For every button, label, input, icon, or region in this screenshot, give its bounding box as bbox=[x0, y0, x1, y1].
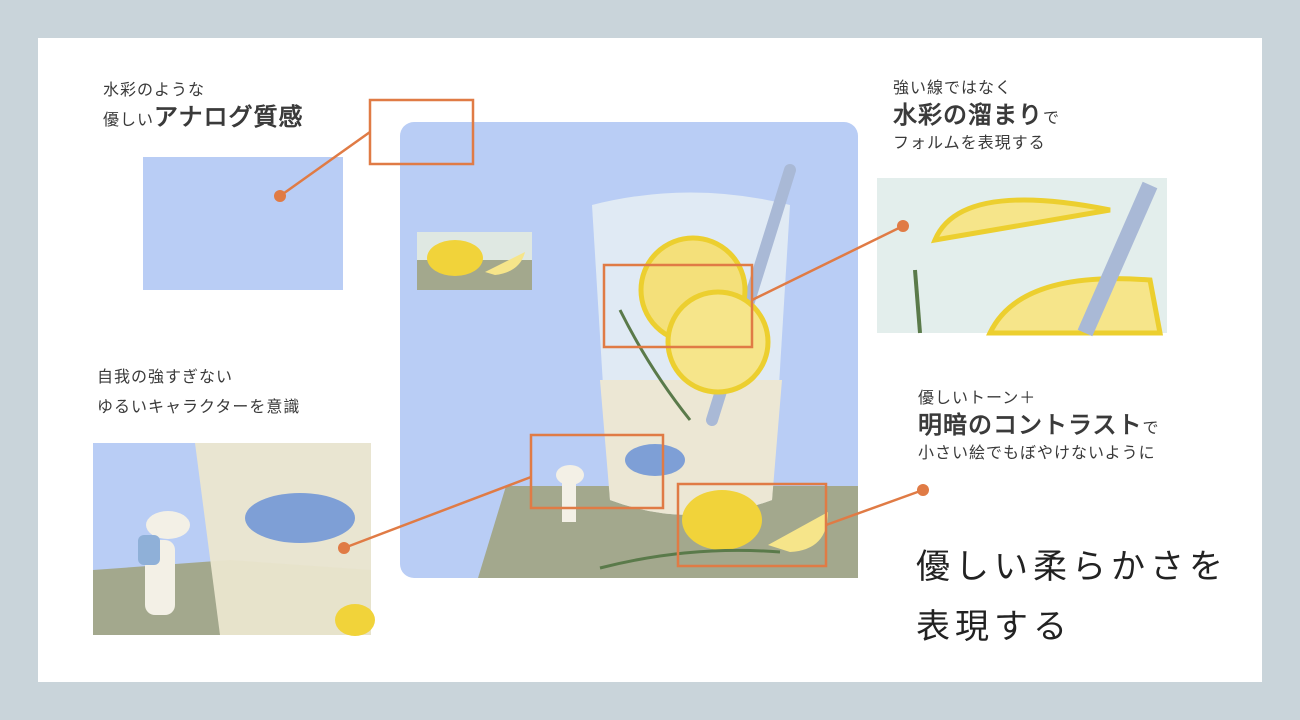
texture-crop bbox=[143, 157, 343, 290]
annotation-emphasis: アナログ質感 bbox=[154, 103, 304, 131]
caption-line: 表現する bbox=[916, 606, 1072, 647]
annotation-text: 水彩のような bbox=[103, 80, 206, 99]
main-illustration bbox=[400, 122, 858, 578]
annotation-contrast: 優しいトーン＋ 明暗のコントラストで 小さい絵でもぼやけないように bbox=[918, 386, 1160, 465]
annotation-text: フォルムを表現する bbox=[893, 133, 1046, 153]
annotation-text: 小さい絵でもぼやけないように bbox=[918, 443, 1156, 463]
annotation-emphasis: 水彩の溜まり bbox=[893, 101, 1043, 129]
callout-dots bbox=[274, 190, 929, 554]
callout-boxes bbox=[279, 98, 924, 568]
annotation-text: 強い線ではなく bbox=[893, 78, 1013, 97]
annotation-text: 優しいトーン＋ bbox=[918, 388, 1037, 407]
annotation-text: で bbox=[1142, 418, 1160, 437]
annotation-text: 自我の強すぎない bbox=[97, 367, 234, 386]
character-crop bbox=[93, 443, 375, 636]
annotation-emphasis: 明暗のコントラスト bbox=[918, 411, 1143, 439]
annotation-text: 優しい bbox=[103, 110, 155, 129]
caption-line: 優しい柔らかさを bbox=[916, 547, 1228, 587]
lemon-detail-crop bbox=[877, 178, 1167, 337]
lemon-thumbnail bbox=[417, 232, 532, 290]
annotation-analog: 水彩のような 優しいアナログ質感 bbox=[103, 78, 304, 133]
annotation-text: ゆるいキャラクターを意識 bbox=[97, 397, 301, 417]
annotation-text: で bbox=[1043, 108, 1061, 127]
main-caption: 優しい柔らかさを 表現する bbox=[916, 538, 1228, 657]
annotation-character: 自我の強すぎない ゆるいキャラクターを意識 bbox=[97, 362, 300, 423]
annotation-watercolor: 強い線ではなく 水彩の溜まりで フォルムを表現する bbox=[893, 76, 1060, 155]
